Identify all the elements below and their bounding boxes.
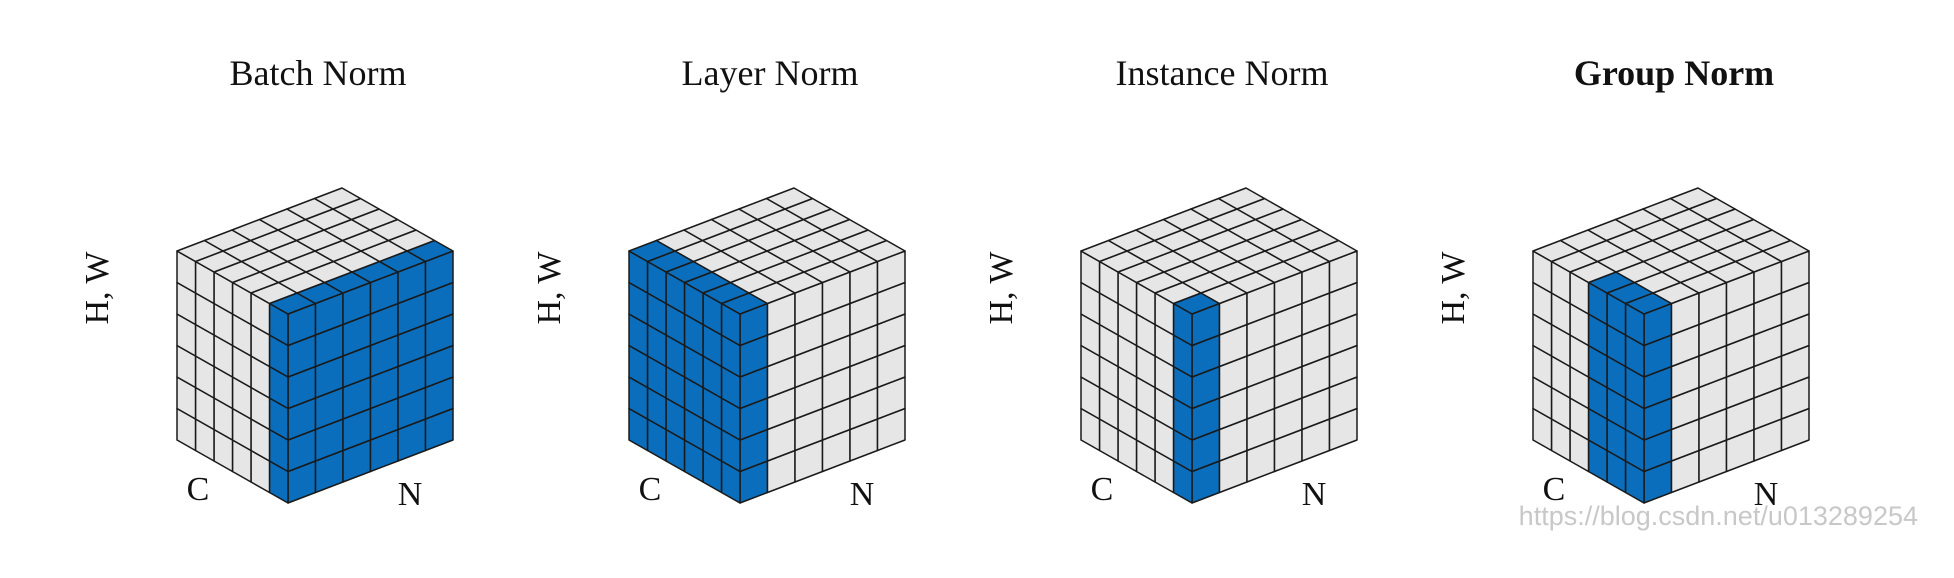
group-norm-panel: Group Norm H, W C N [1435, 53, 1810, 513]
tensor-cube [1080, 187, 1358, 504]
layer-norm-panel: Layer Norm H, W C N [531, 53, 906, 513]
c-axis-label: C [1543, 471, 1566, 508]
instance-norm-panel: Instance Norm H, W C N [983, 53, 1358, 513]
c-axis-label: C [187, 471, 210, 508]
panel-title: Group Norm [1574, 53, 1774, 93]
hw-axis-label: H, W [1435, 251, 1472, 325]
cube-cell-top [313, 187, 362, 210]
cube-cell-top [1669, 187, 1718, 210]
tensor-cube [176, 187, 454, 504]
n-axis-label: N [398, 476, 423, 513]
cube-cell-top [765, 187, 814, 210]
panel-title: Layer Norm [682, 53, 859, 93]
watermark-text: https://blog.csdn.net/u013289254 [1519, 501, 1918, 531]
hw-axis-label: H, W [983, 251, 1020, 325]
n-axis-label: N [1754, 476, 1779, 513]
c-axis-label: C [1091, 471, 1114, 508]
hw-axis-label: H, W [531, 251, 568, 325]
hw-axis-label: H, W [79, 251, 116, 325]
cube-cell-top [1217, 187, 1266, 210]
panel-title: Instance Norm [1116, 53, 1329, 93]
c-axis-label: C [639, 471, 662, 508]
n-axis-label: N [1302, 476, 1327, 513]
batch-norm-panel: Batch Norm H, W C N [79, 53, 454, 513]
panel-title: Batch Norm [230, 53, 407, 93]
tensor-cube [628, 187, 906, 504]
n-axis-label: N [850, 476, 875, 513]
tensor-cube [1532, 187, 1810, 504]
